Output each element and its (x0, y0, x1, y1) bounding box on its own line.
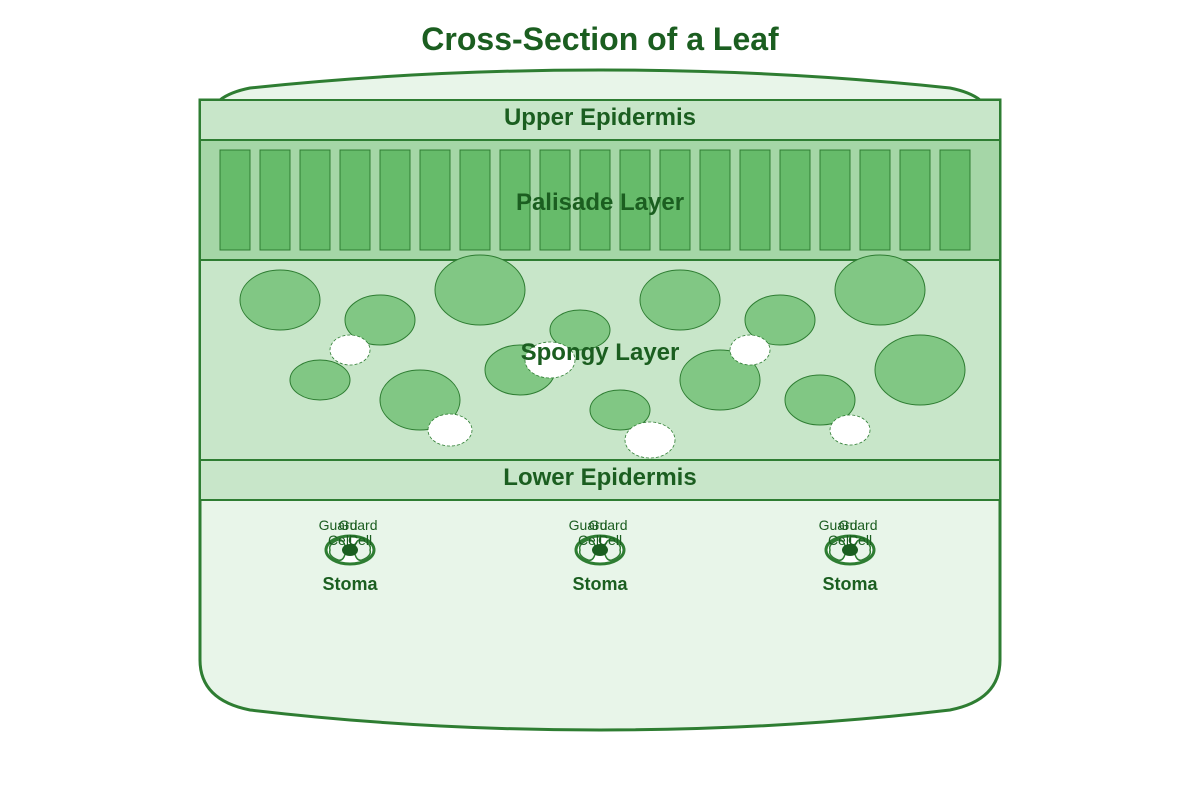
spongy-cell (239, 269, 321, 331)
guard-cell-left-shape (828, 538, 847, 562)
stoma-label: Stoma (322, 574, 378, 594)
spongy-cell (379, 369, 461, 431)
guard-cell-right-label: Guard Cell (589, 517, 632, 548)
spongy-cell (784, 374, 856, 426)
air-space (624, 421, 676, 459)
spongy-cell (639, 269, 721, 331)
stoma: Guard Cell Guard Cell Stoma (319, 517, 382, 594)
stoma-label: Stoma (572, 574, 628, 594)
lower-epidermis-layer (199, 459, 1001, 501)
palisade-cell (339, 149, 371, 251)
palisade-cell (699, 149, 731, 251)
spongy-cell (834, 254, 926, 326)
air-space (524, 341, 576, 379)
air-space (829, 414, 871, 446)
palisade-cell (859, 149, 891, 251)
spongy-cell (289, 359, 351, 401)
stoma: Guard Cell Guard Cell Stoma (819, 517, 882, 594)
air-space (427, 413, 473, 447)
palisade-cell (299, 149, 331, 251)
palisade-layer-label: Palisade Layer (516, 189, 684, 216)
palisade-cell (779, 149, 811, 251)
palisade-cell (739, 149, 771, 251)
spongy-cell (874, 334, 966, 406)
guard-cell-right-shape (353, 538, 372, 562)
diagram-title: Cross-Section of a Leaf (421, 21, 779, 57)
palisade-cell (459, 149, 491, 251)
stoma-pore (342, 544, 358, 556)
guard-cell-left-label: Guard Cell (569, 517, 612, 548)
palisade-cells (219, 149, 971, 251)
stoma: Guard Cell Guard Cell Stoma (569, 517, 632, 594)
palisade-cell (539, 149, 571, 251)
palisade-cell (379, 149, 411, 251)
guard-cell-right-shape (603, 538, 622, 562)
guard-cell-left-label: Guard Cell (319, 517, 362, 548)
stoma-pore (842, 544, 858, 556)
guard-cell-right-shape (853, 538, 872, 562)
stoma-pore (592, 544, 608, 556)
palisade-cell (899, 149, 931, 251)
spongy-cell (434, 254, 526, 326)
guard-cell-right-label: Guard Cell (839, 517, 882, 548)
stoma-label: Stoma (822, 574, 878, 594)
spongy-layer-label: Spongy Layer (521, 339, 680, 366)
palisade-cell (499, 149, 531, 251)
guard-cell-right-label: Guard Cell (339, 517, 382, 548)
palisade-cell (219, 149, 251, 251)
air-space (729, 334, 771, 366)
spongy-cell (344, 294, 416, 346)
palisade-cell (619, 149, 651, 251)
guard-cell-left-shape (328, 538, 347, 562)
palisade-cell (579, 149, 611, 251)
spongy-cell (549, 309, 611, 351)
air-space (329, 334, 371, 366)
palisade-cell (259, 149, 291, 251)
palisade-cell (939, 149, 971, 251)
palisade-cell (659, 149, 691, 251)
palisade-cell (819, 149, 851, 251)
lower-epidermis-label: Lower Epidermis (503, 464, 696, 491)
spongy-cell (679, 349, 761, 411)
upper-epidermis-layer (199, 99, 1001, 141)
upper-epidermis-label: Upper Epidermis (504, 104, 696, 131)
guard-cell-left-shape (578, 538, 597, 562)
spongy-cell (589, 389, 651, 431)
palisade-cell (419, 149, 451, 251)
spongy-cells (239, 254, 966, 459)
spongy-cell (744, 294, 816, 346)
guard-cell-left-label: Guard Cell (819, 517, 862, 548)
